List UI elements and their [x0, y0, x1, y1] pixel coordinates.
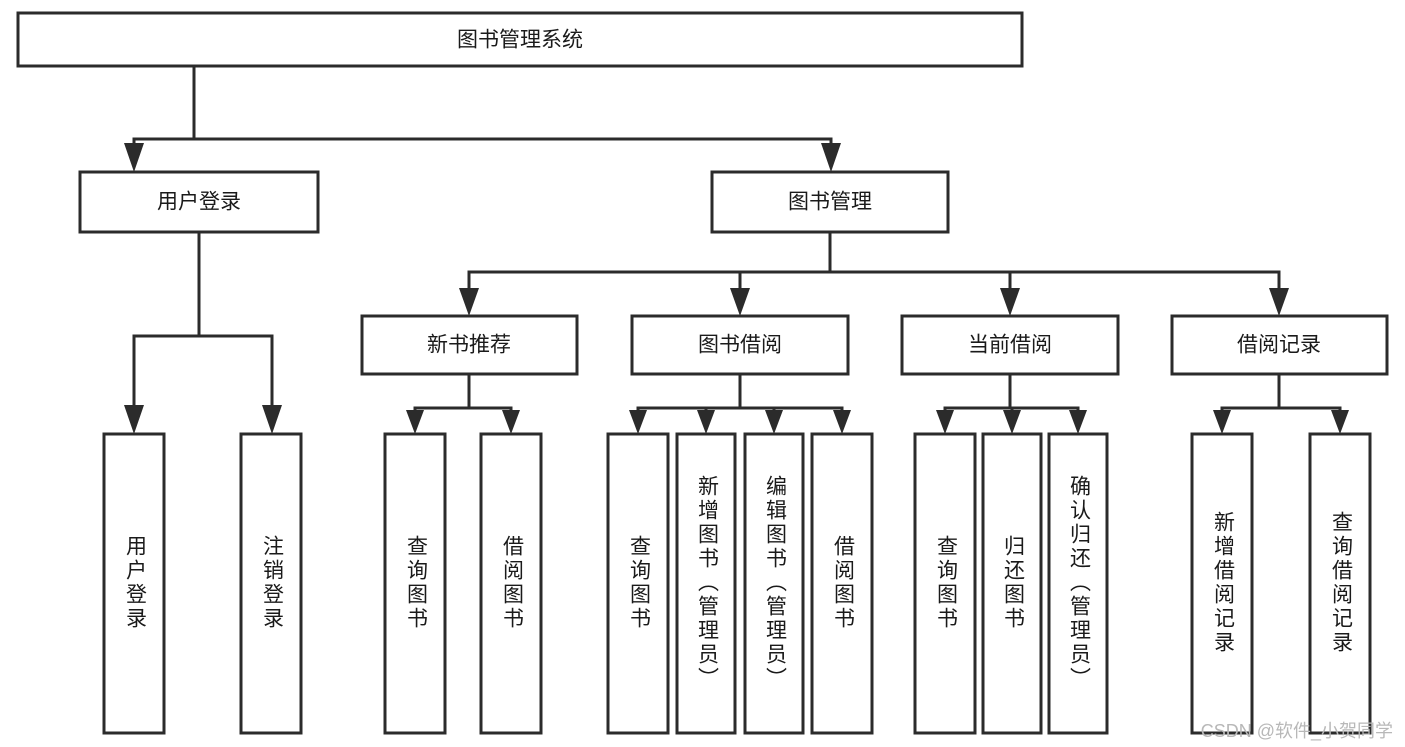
node-borrow-book-1-box[interactable] — [479, 432, 543, 735]
node-confirm-return-admin-box[interactable] — [1047, 432, 1109, 735]
arrowhead-book-borrow — [730, 288, 750, 316]
node-book-borrow-label: 图书借阅 — [698, 334, 782, 357]
node-query-book-2[interactable]: 查询图书 — [606, 432, 670, 735]
node-new-book-recommend-label: 新书推荐 — [427, 334, 511, 357]
node-add-book-admin-label: 新增图书（管理员） — [695, 475, 719, 691]
node-add-borrow-record-box[interactable] — [1190, 432, 1254, 735]
node-current-borrow[interactable]: 当前借阅 — [900, 314, 1120, 376]
node-root-label: 图书管理系统 — [457, 29, 583, 52]
node-query-borrow-record[interactable]: 查询借阅记录 — [1308, 432, 1372, 735]
arrowhead-user-login-do — [124, 405, 144, 434]
node-borrow-record-label: 借阅记录 — [1237, 334, 1321, 357]
node-current-borrow-label: 当前借阅 — [968, 334, 1052, 357]
arrowhead-add-book-admin — [697, 410, 715, 434]
node-borrow-record[interactable]: 借阅记录 — [1170, 314, 1389, 376]
arrowhead-borrow-book-1 — [502, 410, 520, 434]
node-book-borrow[interactable]: 图书借阅 — [630, 314, 850, 376]
node-user-login-label: 用户登录 — [157, 191, 241, 214]
node-query-book-1[interactable]: 查询图书 — [383, 432, 447, 735]
node-return-book[interactable]: 归还图书 — [981, 432, 1043, 735]
node-user-logout[interactable]: 注销登录 — [239, 432, 303, 735]
arrowhead-query-borrow-record — [1331, 410, 1349, 434]
node-user-login-do-label: 用户登录 — [123, 535, 147, 631]
node-add-book-admin[interactable]: 新增图书（管理员） — [675, 432, 737, 735]
arrowhead-borrow-record — [1269, 288, 1289, 316]
node-book-manage-box[interactable] — [710, 170, 950, 234]
arrowhead-user-login — [124, 143, 144, 172]
node-user-login[interactable]: 用户登录 — [78, 170, 320, 234]
node-add-borrow-record[interactable]: 新增借阅记录 — [1190, 432, 1254, 735]
node-edit-book-admin[interactable]: 编辑图书（管理员） — [743, 432, 805, 735]
node-layer: 图书管理系统 用户登录 图书管理 新书推荐 图书借阅 — [16, 11, 1389, 735]
arrowhead-new-book-recommend — [459, 288, 479, 316]
arrowhead-query-book-2 — [629, 410, 647, 434]
node-query-borrow-record-box[interactable] — [1308, 432, 1372, 735]
node-query-book-1-label: 查询图书 — [404, 535, 428, 631]
node-borrow-book-1[interactable]: 借阅图书 — [479, 432, 543, 735]
node-query-book-3-label: 查询图书 — [934, 535, 958, 631]
connector-layer — [124, 64, 1349, 434]
node-query-book-3-box[interactable] — [913, 432, 977, 735]
node-return-book-box[interactable] — [981, 432, 1043, 735]
node-borrow-record-box[interactable] — [1170, 314, 1389, 376]
arrowhead-return-book — [1003, 410, 1021, 434]
arrowhead-borrow-book-2 — [833, 410, 851, 434]
arrowhead-user-logout — [262, 405, 282, 434]
node-add-book-admin-box[interactable] — [675, 432, 737, 735]
node-user-logout-label: 注销登录 — [260, 535, 284, 631]
node-book-manage[interactable]: 图书管理 — [710, 170, 950, 234]
node-query-book-2-box[interactable] — [606, 432, 670, 735]
node-user-logout-box[interactable] — [239, 432, 303, 735]
node-return-book-label: 归还图书 — [1001, 535, 1025, 631]
node-confirm-return-admin-label: 确认归还（管理员） — [1067, 475, 1091, 691]
arrowhead-query-book-1 — [406, 410, 424, 434]
node-query-borrow-record-label: 查询借阅记录 — [1329, 511, 1353, 655]
node-user-login-box[interactable] — [78, 170, 320, 234]
arrowhead-add-borrow-record — [1213, 410, 1231, 434]
node-query-book-2-label: 查询图书 — [627, 535, 651, 631]
arrowhead-current-borrow — [1000, 288, 1020, 316]
node-root[interactable]: 图书管理系统 — [16, 11, 1024, 68]
node-borrow-book-1-label: 借阅图书 — [500, 535, 524, 631]
node-confirm-return-admin[interactable]: 确认归还（管理员） — [1047, 432, 1109, 735]
node-book-borrow-box[interactable] — [630, 314, 850, 376]
node-borrow-book-2[interactable]: 借阅图书 — [810, 432, 874, 735]
node-new-book-recommend-box[interactable] — [360, 314, 579, 376]
arrowhead-book-manage — [821, 143, 841, 172]
node-root-box[interactable] — [16, 11, 1024, 68]
node-query-book-3[interactable]: 查询图书 — [913, 432, 977, 735]
node-query-book-1-box[interactable] — [383, 432, 447, 735]
node-book-manage-label: 图书管理 — [788, 191, 872, 214]
node-borrow-book-2-box[interactable] — [810, 432, 874, 735]
node-user-login-do[interactable]: 用户登录 — [102, 432, 166, 735]
node-edit-book-admin-box[interactable] — [743, 432, 805, 735]
node-borrow-book-2-label: 借阅图书 — [831, 535, 855, 631]
node-add-borrow-record-label: 新增借阅记录 — [1211, 511, 1235, 655]
arrowhead-confirm-return-admin — [1069, 410, 1087, 434]
arrowhead-query-book-3 — [936, 410, 954, 434]
arrowhead-edit-book-admin — [765, 410, 783, 434]
node-new-book-recommend[interactable]: 新书推荐 — [360, 314, 579, 376]
node-current-borrow-box[interactable] — [900, 314, 1120, 376]
node-edit-book-admin-label: 编辑图书（管理员） — [763, 475, 787, 691]
node-user-login-do-box[interactable] — [102, 432, 166, 735]
